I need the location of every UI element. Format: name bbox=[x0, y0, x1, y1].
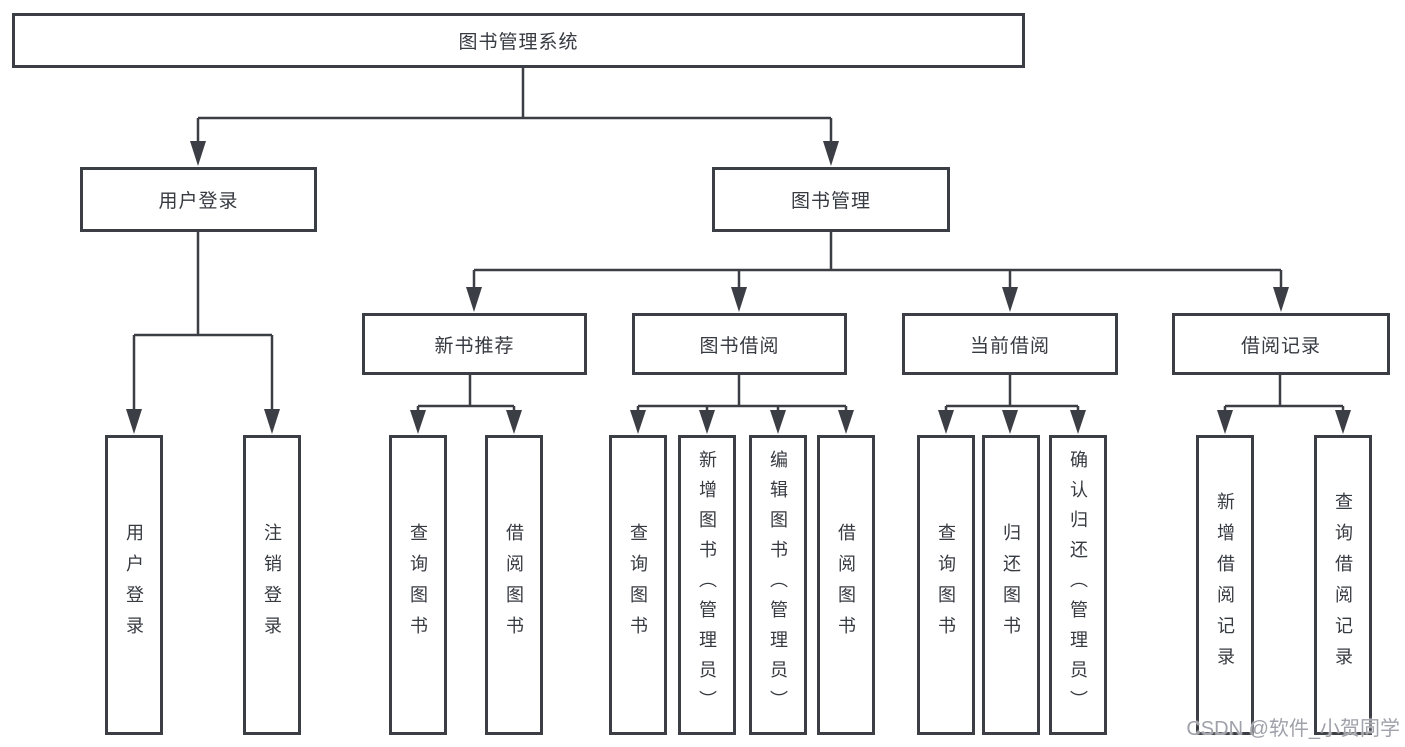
node-user-login-branch: 用户登录 bbox=[80, 167, 317, 232]
node-leaf-add-borrow-record-label: 新增借阅记录 bbox=[1215, 492, 1235, 678]
arrowheads bbox=[126, 141, 1351, 434]
node-leaf-return-book-label: 归还图书 bbox=[1001, 523, 1021, 647]
node-book-borrowing-label: 图书借阅 bbox=[699, 335, 780, 357]
csdn-watermark: CSDN @软件_小贺同学 bbox=[1186, 718, 1400, 740]
node-leaf-borrow-book-borrow: 借阅图书 bbox=[817, 435, 875, 735]
node-borrowing-records-label: 借阅记录 bbox=[1240, 335, 1321, 357]
node-borrowing-records: 借阅记录 bbox=[1172, 313, 1390, 375]
node-leaf-add-borrow-record: 新增借阅记录 bbox=[1196, 435, 1254, 735]
node-leaf-add-book-admin-label: 新增图书（管理员） bbox=[697, 450, 717, 720]
node-leaf-borrow-book-new-label: 借阅图书 bbox=[504, 523, 524, 647]
node-leaf-borrow-book-borrow-label: 借阅图书 bbox=[836, 523, 856, 647]
node-root: 图书管理系统 bbox=[12, 13, 1025, 68]
node-book-borrowing: 图书借阅 bbox=[632, 313, 847, 375]
node-leaf-borrow-book-new: 借阅图书 bbox=[485, 435, 543, 735]
node-leaf-query-book-current: 查询图书 bbox=[917, 435, 975, 735]
node-leaf-user-login: 用户登录 bbox=[105, 435, 163, 735]
node-leaf-add-book-admin: 新增图书（管理员） bbox=[678, 435, 736, 735]
node-root-label: 图书管理系统 bbox=[458, 32, 579, 53]
node-new-book-recommend: 新书推荐 bbox=[362, 313, 587, 375]
node-book-management-label: 图书管理 bbox=[790, 191, 871, 212]
node-leaf-confirm-return-admin: 确认归还（管理员） bbox=[1049, 435, 1107, 735]
node-leaf-return-book: 归还图书 bbox=[982, 435, 1040, 735]
node-leaf-edit-book-admin-label: 编辑图书（管理员） bbox=[768, 450, 788, 720]
node-leaf-confirm-return-admin-label: 确认归还（管理员） bbox=[1068, 450, 1088, 720]
node-user-login-branch-label: 用户登录 bbox=[158, 191, 239, 212]
node-leaf-edit-book-admin: 编辑图书（管理员） bbox=[749, 435, 807, 735]
node-new-book-recommend-label: 新书推荐 bbox=[434, 335, 515, 357]
node-leaf-query-borrow-record: 查询借阅记录 bbox=[1314, 435, 1372, 735]
node-current-borrowing-label: 当前借阅 bbox=[969, 335, 1050, 357]
node-leaf-query-book-borrow-label: 查询图书 bbox=[628, 523, 648, 647]
node-current-borrowing: 当前借阅 bbox=[902, 313, 1118, 375]
node-leaf-user-login-label: 用户登录 bbox=[124, 523, 144, 647]
node-leaf-query-book-new-label: 查询图书 bbox=[408, 523, 428, 647]
node-leaf-query-borrow-record-label: 查询借阅记录 bbox=[1333, 492, 1353, 678]
node-leaf-logout-label: 注销登录 bbox=[262, 523, 282, 647]
node-book-management: 图书管理 bbox=[712, 167, 950, 232]
node-leaf-query-book-borrow: 查询图书 bbox=[609, 435, 667, 735]
node-leaf-query-book-new: 查询图书 bbox=[389, 435, 447, 735]
node-leaf-logout: 注销登录 bbox=[243, 435, 301, 735]
node-leaf-query-book-current-label: 查询图书 bbox=[936, 523, 956, 647]
